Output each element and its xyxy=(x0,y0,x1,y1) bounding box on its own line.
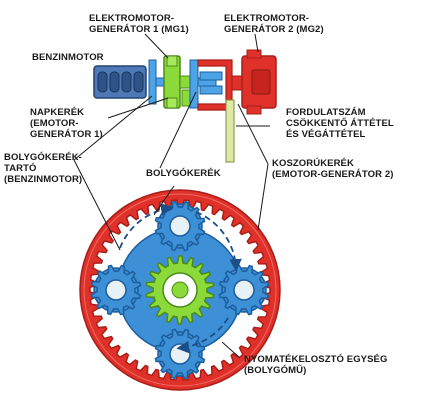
leader-lines xyxy=(73,33,270,359)
ring-label-line1: KOSZORÚKERÉK xyxy=(272,157,354,169)
ring-gear xyxy=(79,189,281,391)
engine-label: BENZINMOTOR xyxy=(32,52,104,63)
ring-gear-body xyxy=(79,189,281,391)
rotation-arrows xyxy=(119,203,242,354)
psd-label-line1: NYOMATÉKELOSZTÓ EGYSÉG xyxy=(244,353,387,365)
reduction-label-line2: CSÖKKENTŐ ÁTTÉTEL xyxy=(286,117,394,129)
sun-label-line3: GENERÁTOR 1) xyxy=(30,129,103,140)
carrier-label-line1: BOLYGÓKERÉK- xyxy=(4,151,82,163)
ring-gear-highlight xyxy=(83,193,277,387)
sun-label-line2: (EMOTOR- xyxy=(30,118,79,129)
psd-label-line2: (BOLYGÓMŰ) xyxy=(244,364,306,376)
carrier-label-line2: TARTÓ xyxy=(4,162,37,174)
planetary-gearset xyxy=(79,189,281,391)
sun-gear-shaft xyxy=(171,281,189,299)
sun-label-line1: NAPKERÉK xyxy=(30,107,84,118)
planet-gear-hub-1 xyxy=(169,215,191,237)
reduction-label-line1: FORDULATSZÁM xyxy=(286,107,366,118)
planet-label: BOLYGÓKERÉK xyxy=(146,167,221,179)
labels: ELEKTROMOTOR- GENERÁTOR 1 (MG1) ELEKTROM… xyxy=(4,13,394,376)
planet-gear-hub-2 xyxy=(233,279,255,301)
mg2-unit xyxy=(241,49,277,115)
reduction-label-line3: ÉS VÉGÁTTÉTEL xyxy=(286,129,366,140)
reduction-gear xyxy=(225,99,235,163)
mg1-unit xyxy=(163,55,193,109)
mg2-label-line1: ELEKTROMOTOR- xyxy=(224,13,309,24)
mg1-label-line2: GENERÁTOR 1 (MG1) xyxy=(89,24,189,35)
planet-gear-hub-4 xyxy=(105,279,127,301)
mg1-label-line1: ELEKTROMOTOR- xyxy=(89,13,174,24)
ring-label-line2: (EMOTOR-GENERÁTOR 2) xyxy=(272,169,393,180)
sun-gear xyxy=(145,255,215,325)
mg2-label-line2: GENERÁTOR 2 (MG2) xyxy=(224,24,324,35)
carrier-label-line3: (BENZINMOTOR) xyxy=(4,174,82,185)
engine-block xyxy=(93,65,147,99)
